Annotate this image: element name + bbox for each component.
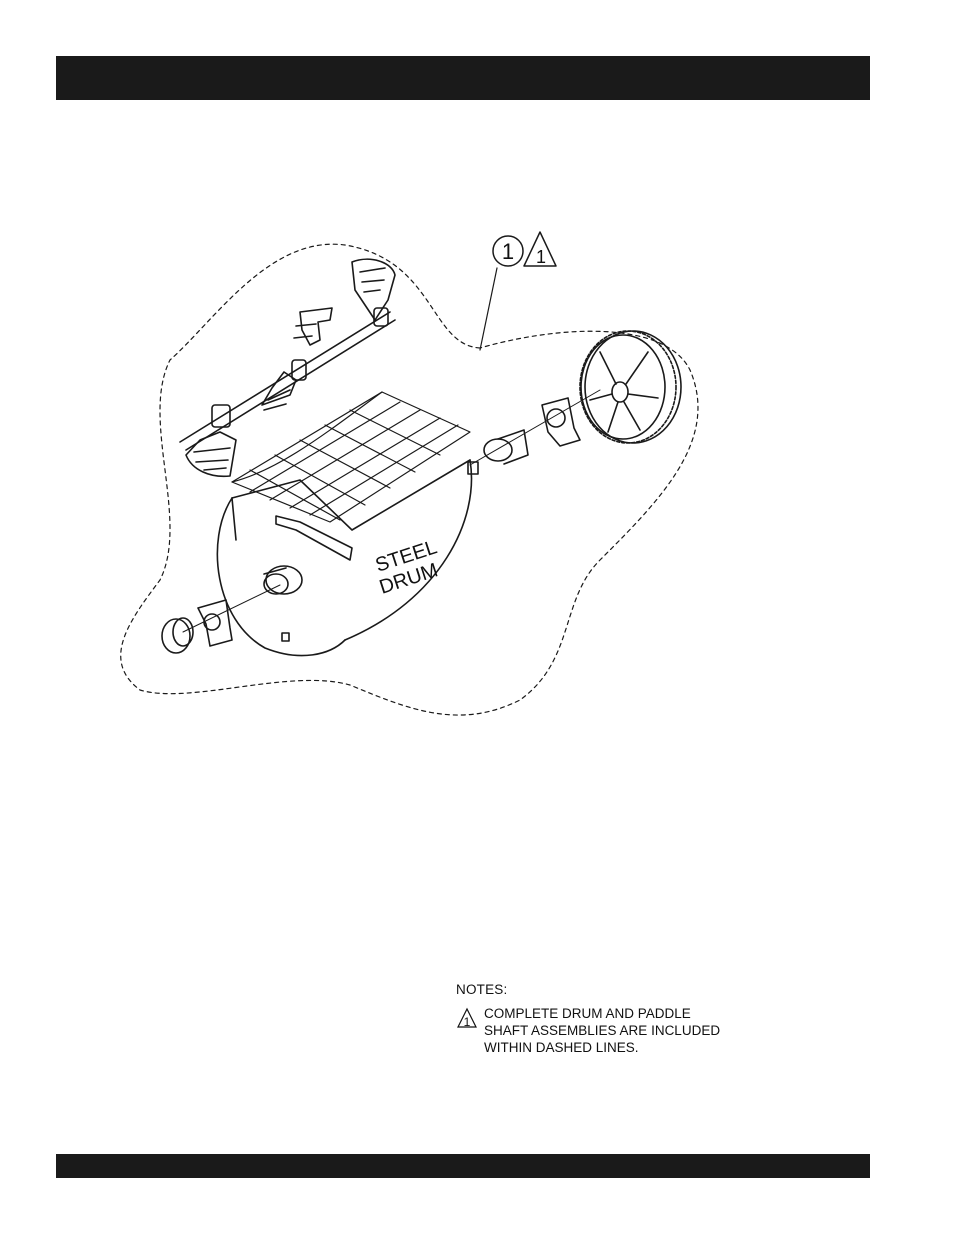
dashed-boundary — [121, 244, 698, 715]
callout-leader — [480, 268, 497, 350]
footer-bar — [56, 1154, 870, 1178]
right-bearing-and-hub — [470, 390, 600, 465]
note-triangle-icon: 1 — [456, 1007, 478, 1029]
steel-drum — [217, 460, 478, 656]
notes-block: NOTES: 1 COMPLETE DRUM AND PADDLE SHAFT … — [456, 982, 776, 1056]
note-line-3: WITHIN DASHED LINES. — [484, 1039, 776, 1056]
left-bearing-and-cap — [162, 585, 280, 653]
notes-heading: NOTES: — [456, 982, 776, 997]
wire-grate — [232, 392, 470, 522]
note-triangle-ref: 1 — [536, 247, 546, 267]
note-line-1: COMPLETE DRUM AND PADDLE — [484, 1005, 776, 1022]
large-gear — [580, 331, 681, 443]
svg-text:1: 1 — [464, 1015, 471, 1029]
note-item: 1 COMPLETE DRUM AND PADDLE SHAFT ASSEMBL… — [456, 1005, 776, 1056]
item-number-text: 1 — [502, 239, 514, 264]
note-line-2: SHAFT ASSEMBLIES ARE INCLUDED — [484, 1022, 776, 1039]
